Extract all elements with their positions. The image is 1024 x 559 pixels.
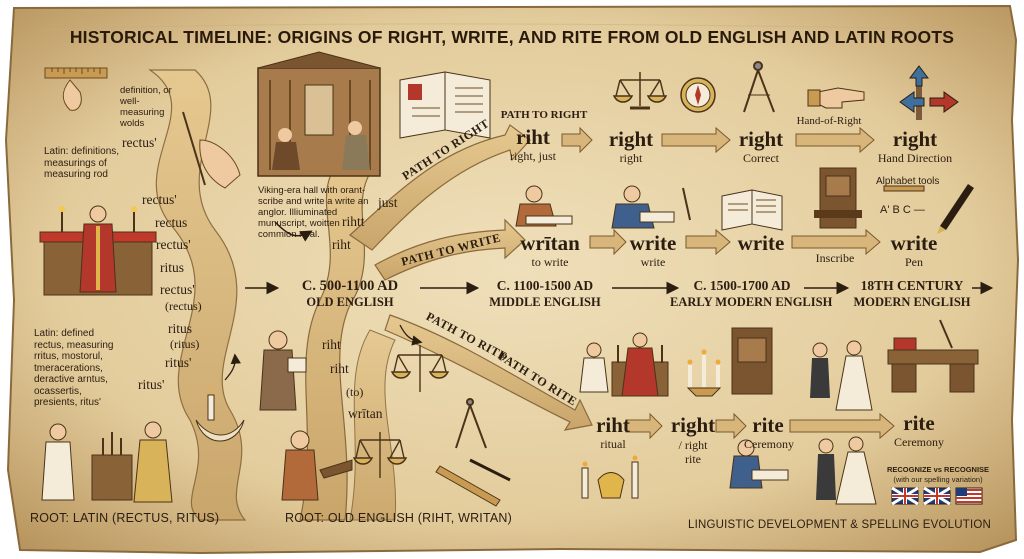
write-row-word: wrītan — [508, 232, 592, 254]
rite-row-word: right — [658, 414, 728, 436]
latin-stream-word: rectus' — [142, 193, 177, 207]
right-row-word: riht — [498, 126, 568, 148]
oe-stream-word: wrītan — [348, 407, 383, 421]
right-row-word: right — [596, 128, 666, 150]
latin-stream-word: rectus' — [122, 136, 157, 150]
printing-press-rite-icon — [732, 328, 772, 394]
right-row-gloss: Hand Direction — [860, 152, 970, 165]
write-row-gloss: to write — [508, 256, 592, 269]
footer-label: LINGUISTIC DEVELOPMENT & SPELLING EVOLUT… — [688, 519, 991, 531]
flag-uk-icon — [892, 488, 918, 504]
latin-stream-word: ritus' — [138, 378, 164, 392]
spelling-sub: (with our spelling variation) — [884, 476, 992, 484]
era-date: 18TH CENTURY — [850, 279, 974, 293]
era-date: C. 1100-1500 AD — [480, 279, 610, 293]
flag-uk-2-icon — [924, 488, 950, 504]
write-row-word: write — [726, 232, 796, 254]
latin-note-small: definition, or well-measuring wolds — [120, 86, 182, 130]
viking-hall-illustration — [258, 52, 380, 176]
era-date: C. 1500-1700 AD — [680, 279, 804, 293]
hand-of-right-label: Hand-of-Right — [784, 116, 874, 128]
rite-row-word: rite — [884, 412, 954, 434]
open-book-writing-icon — [722, 190, 782, 230]
rite-row-gloss: / right rite — [658, 438, 728, 467]
latin-stream-word: ritus — [160, 261, 184, 275]
printing-press-icon — [814, 168, 862, 228]
rite-row-word: rite — [740, 414, 796, 436]
path-right-heading: PATH TO RIGHT — [494, 110, 594, 122]
right-row-word: right — [870, 128, 960, 150]
rite-row-gloss: Ceremony — [734, 438, 804, 451]
oe-stream-word: riht — [322, 338, 341, 352]
page-title: HISTORICAL TIMELINE: ORIGINS OF RIGHT, W… — [0, 28, 1024, 46]
latin-stream-word: ritus — [168, 322, 192, 336]
oe-root-label: ROOT: OLD ENGLISH (RIHT, WRITAN) — [285, 512, 512, 525]
abc-label: A' B C — — [880, 204, 925, 217]
latin-root-label: ROOT: LATIN (RECTUS, RITUS) — [30, 512, 219, 525]
era-name: MIDDLE ENGLISH — [480, 296, 610, 309]
latin-note-bottom: Latin: defined rectus, measuring rritus,… — [34, 328, 126, 409]
alphabet-tools-label: Alphabet tools — [876, 176, 939, 188]
era-name: EARLY MODERN ENGLISH — [670, 296, 820, 309]
rite-row-word: riht — [578, 414, 648, 436]
latin-stream-word: rectus — [155, 216, 187, 230]
latin-stream-word: rectus' — [156, 238, 191, 252]
write-row-gloss: write — [616, 256, 690, 269]
right-row-gloss: right — [596, 152, 666, 165]
oe-stream-word: riht — [332, 238, 351, 252]
latin-stream-word: rectus' — [160, 283, 195, 297]
inscribe-label: Inscribe — [800, 252, 870, 265]
write-row-gloss: Pen — [876, 256, 952, 269]
right-row-gloss: right, just — [498, 150, 568, 163]
right-row-gloss: Correct — [726, 152, 796, 165]
flag-us-icon — [956, 488, 982, 504]
spelling-label: RECOGNIZE vs RECOGNISE — [884, 466, 992, 474]
latin-stream-word: (ritus) — [170, 338, 199, 351]
rite-row-gloss: Ceremony — [878, 436, 960, 449]
latin-stream-word: ritus' — [165, 356, 191, 370]
era-name: OLD ENGLISH — [280, 296, 420, 309]
oe-stream-word: riht — [330, 362, 349, 376]
oe-stream-word: (to) — [346, 386, 363, 399]
right-row-word: right — [726, 128, 796, 150]
latin-stream-word: (rectus) — [165, 300, 202, 313]
compass-icon — [681, 78, 715, 112]
write-row-word: write — [876, 232, 952, 254]
era-name: MODERN ENGLISH — [846, 296, 978, 309]
write-row-word: write — [616, 232, 690, 254]
oe-stream-word: rihtt — [342, 215, 365, 229]
era-date: C. 500-1100 AD — [280, 279, 420, 294]
oe-stream-word: just — [378, 196, 398, 210]
latin-note-top: Latin: definitions, measurings of measur… — [44, 146, 136, 181]
rite-row-gloss: ritual — [578, 438, 648, 451]
